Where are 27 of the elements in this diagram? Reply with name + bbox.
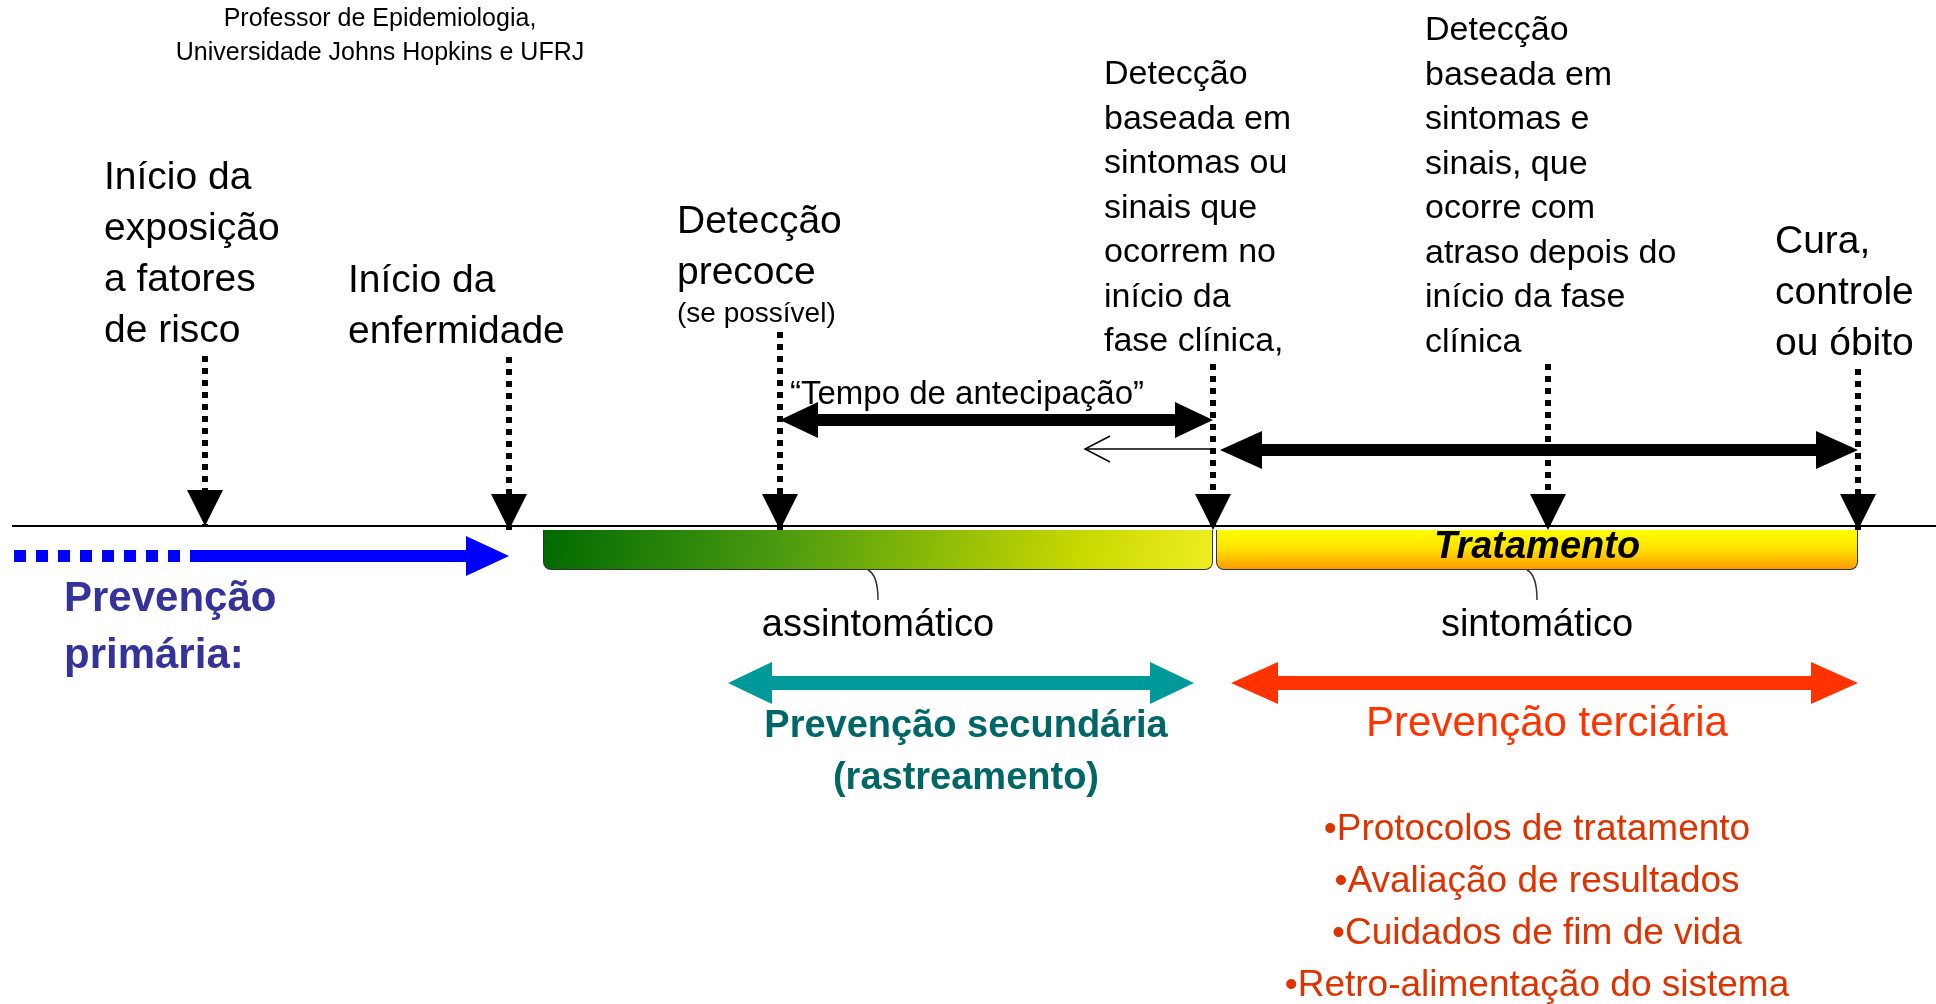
event-label: Detecção baseada em sintomas e sinais, que ocorre com atraso depois do início da fase clínica [1425, 8, 1678, 361]
dotted-arrow [762, 332, 798, 530]
primary-prevention-label: Prevenção primária: [64, 572, 278, 679]
event-label: Detecção baseada em sintomas ou sinais que ocorrem no início da fase clínica, [1104, 52, 1293, 360]
dotted-arrow [491, 357, 527, 530]
phase-title: Tratamento [1433, 524, 1641, 565]
dotted-arrow [187, 356, 223, 526]
bullet-item: •Cuidados de fim de vida [1331, 910, 1743, 954]
secondary-prevention-label: Prevenção secundária (rastreamento) [763, 702, 1169, 799]
phase-label: sintomático [1439, 601, 1635, 646]
author-note: Professor de Epidemiologia, Universidade Johns Hopkins e UFRJ [174, 2, 586, 67]
tertiary-prevention-label: Prevenção terciária [1365, 697, 1729, 747]
phase-bar [543, 530, 1213, 570]
event-note: (se possível) [677, 296, 837, 330]
lead-time-label: “Tempo de antecipação” [790, 374, 1146, 412]
dotted-arrow [1530, 364, 1566, 530]
phase-label: assintomático [760, 601, 996, 646]
bullet-item: •Avaliação de resultados [1333, 858, 1741, 902]
dotted-arrow [1195, 364, 1231, 530]
event-label: Detecção precoce [677, 197, 843, 294]
phase-bar [1216, 530, 1858, 570]
bullet-item: •Protocolos de tratamento [1322, 806, 1752, 850]
event-label: Início da enfermidade [348, 256, 566, 353]
dotted-arrow [1840, 369, 1876, 530]
event-label: Cura, controle ou óbito [1775, 217, 1915, 365]
bullet-item: •Retro-alimentação do sistema [1283, 962, 1791, 1004]
event-label: Início da exposição a fatores de risco [104, 153, 281, 352]
